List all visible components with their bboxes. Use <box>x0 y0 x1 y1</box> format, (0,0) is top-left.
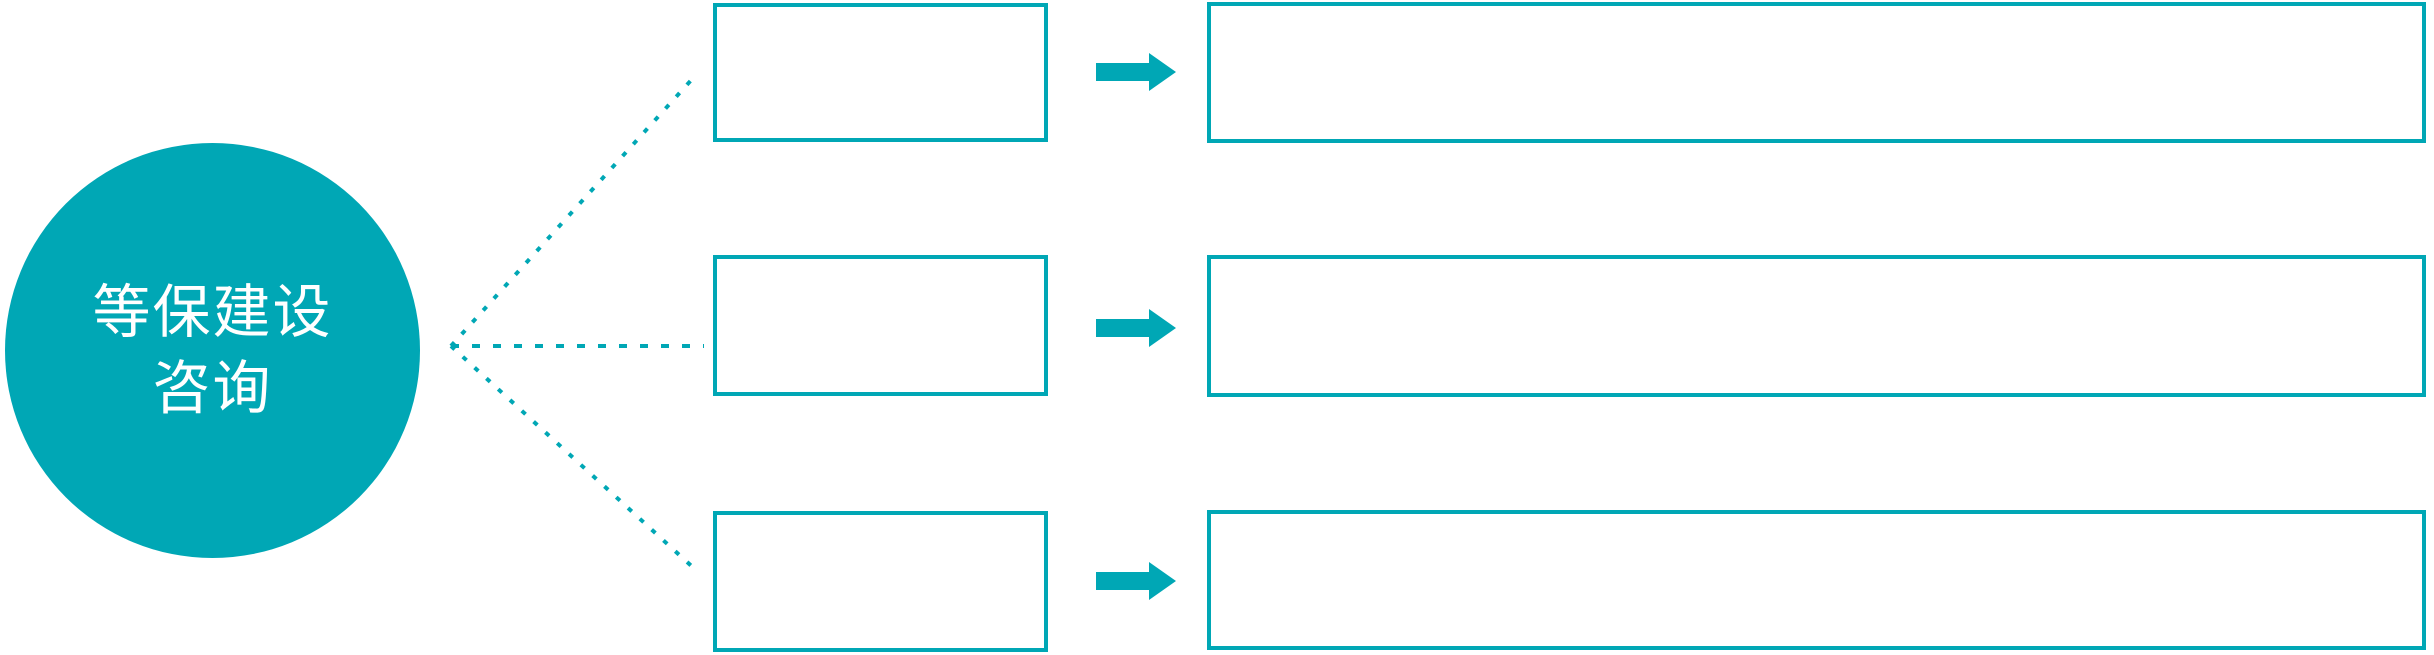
topic-circle: 等保建设 咨询 <box>5 143 420 558</box>
topic-circle-label-line2: 咨询 <box>152 355 273 421</box>
category-box-3 <box>713 511 1048 652</box>
arrow-right-icon <box>1096 309 1176 347</box>
description-box-1 <box>1207 2 2426 143</box>
description-box-2 <box>1207 255 2426 397</box>
topic-circle-label-line1: 等保建设 <box>92 279 333 345</box>
dotted-connector-bottom <box>449 344 700 574</box>
arrow-right-icon <box>1096 53 1176 91</box>
dotted-connector-top <box>449 75 696 348</box>
category-box-1 <box>713 3 1048 142</box>
description-box-3 <box>1207 510 2426 650</box>
arrow-right-icon <box>1096 562 1176 600</box>
category-box-2 <box>713 255 1048 396</box>
